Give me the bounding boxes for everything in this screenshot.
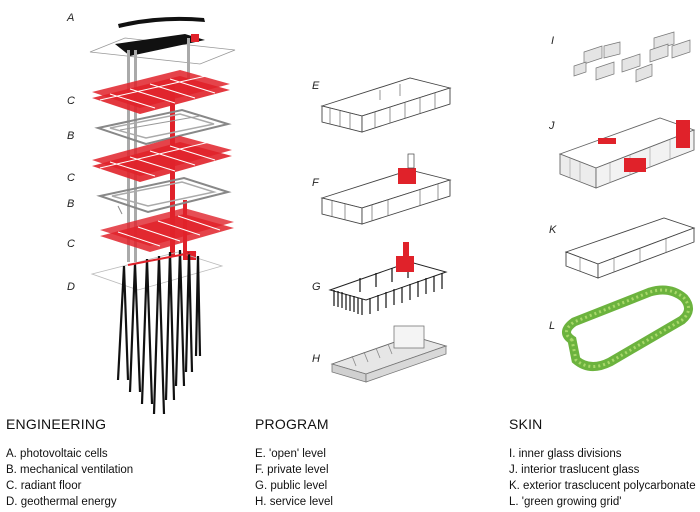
open-level-plate [320,77,452,133]
engineering-stack [89,16,236,415]
legend-item-f: F. private level [255,464,329,476]
label-d: D [67,281,75,293]
legend-item-c: C. radiant floor [6,480,82,492]
label-f: F [312,177,319,189]
legend-item-i: I. inner glass divisions [509,448,622,460]
label-c2: C [67,172,75,184]
legend-item-j: J. interior traslucent glass [509,464,640,476]
ventilation-layer-1 [94,108,232,146]
label-b1: B [67,130,75,142]
radiant-floor-layer-2 [92,136,232,182]
legend-item-e: E. 'open' level [255,448,326,460]
radiant-floor-layer-1 [92,70,230,114]
legend-item-k: K. exterior trasclucent polycarbonate [509,480,696,492]
label-a: A [67,12,75,24]
label-i: I [551,35,555,47]
photovoltaic-cells-layer [89,16,236,65]
label-e: E [312,80,320,92]
legend-item-g: G. public level [255,480,328,492]
radiant-floor-layer-3 [100,208,234,260]
label-k: K [549,224,557,236]
interior-translucent-glass [558,117,696,189]
label-b2: B [67,198,75,210]
skin-legend: I. inner glass divisions J. interior tra… [509,446,696,510]
green-growing-grid [562,285,693,371]
legend-item-b: B. mechanical ventilation [6,464,134,476]
legend-item-l: L. 'green growing grid' [509,496,622,508]
ventilation-layer-2 [96,176,232,215]
program-heading: PROGRAM [255,416,329,432]
service-level-plate [330,325,448,383]
legend-item-a: A. photovoltaic cells [6,448,108,460]
label-j: J [549,120,555,132]
engineering-heading: ENGINEERING [6,416,107,432]
label-c3: C [67,238,75,250]
public-level-plate [328,242,448,315]
label-h: H [312,353,320,365]
exterior-polycarbonate [564,217,696,279]
engineering-legend: A. photovoltaic cells B. mechanical vent… [6,446,133,510]
legend-item-h: H. service level [255,496,333,508]
skin-heading: SKIN [509,416,543,432]
program-legend: E. 'open' level F. private level G. publ… [255,446,333,510]
label-g: G [312,281,321,293]
label-c1: C [67,95,75,107]
label-l: L [549,320,556,332]
geothermal-layer [90,249,224,415]
legend-item-d: D. geothermal energy [6,496,117,508]
private-level-plate [320,153,452,225]
inner-glass-divisions [573,31,691,83]
